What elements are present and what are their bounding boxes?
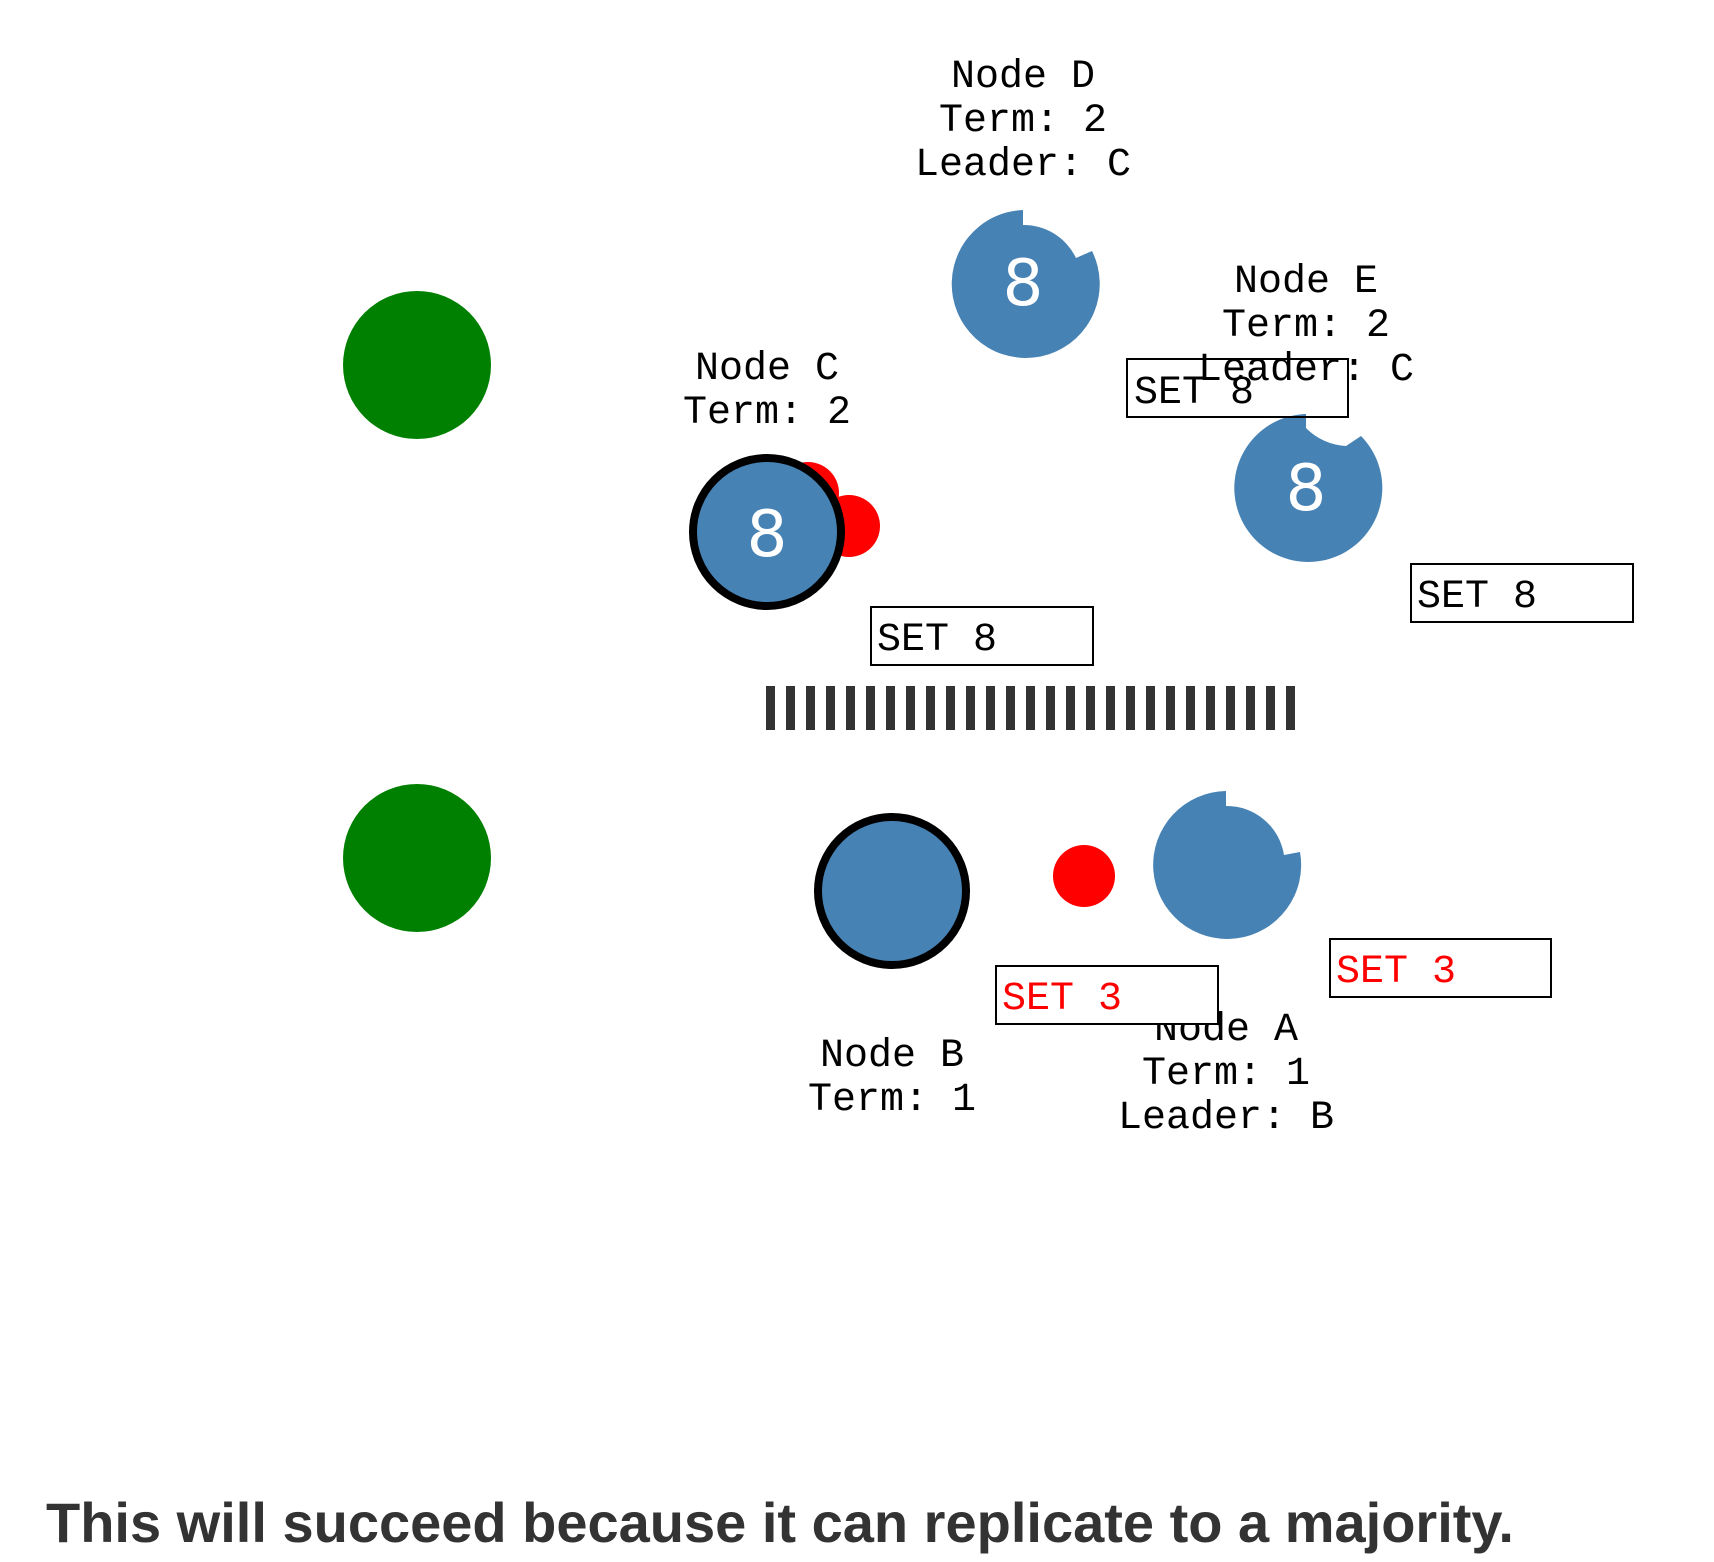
partition-segment [1286,686,1295,730]
partition-segment [1186,686,1195,730]
node-d-name: Node D [951,55,1095,100]
partition-segment [986,686,995,730]
log-entry-e: SET 8 [1126,358,1349,418]
partition-segment [1126,686,1135,730]
partition-segment [1146,686,1155,730]
node-c-name: Node C [695,347,839,392]
node-e-term: Term: 2 [1222,304,1390,349]
partition-segment [906,686,915,730]
partition-segment [1026,686,1035,730]
log-entry-e2-text: SET 8 [1417,575,1537,620]
partition-segment [1006,686,1015,730]
message-dot [1053,845,1115,907]
node-b-name: Node B [820,1034,964,1079]
node-a-term: Term: 1 [1142,1052,1310,1097]
node-c[interactable]: Node C Term: 2 8 [683,347,880,610]
partition-segment [1206,686,1215,730]
node-d-circle [951,210,1100,358]
log-entry-a-text: SET 3 [1336,950,1456,995]
partition-segment [1046,686,1055,730]
node-c-circle [689,454,845,610]
network-partition [766,686,1295,730]
log-entry-b-text: SET 3 [1002,977,1122,1022]
node-c-term: Term: 2 [683,391,851,436]
partition-segment [786,686,795,730]
log-entry-c-text: SET 8 [877,618,997,663]
node-e[interactable]: Node E Term: 2 Leader: C 8 [1198,260,1414,562]
node-e-circle [1234,414,1383,562]
partition-segment [966,686,975,730]
client-top[interactable] [343,291,491,439]
partition-segment [886,686,895,730]
node-b-circle [814,813,970,969]
partition-segment [1226,686,1235,730]
log-entry-e-text: SET 8 [1134,371,1254,416]
log-entry-e2: SET 8 [1410,563,1634,623]
partition-segment [1266,686,1275,730]
node-a-leader: Leader: B [1118,1096,1334,1141]
node-b-term: Term: 1 [808,1078,976,1123]
partition-segment [1246,686,1255,730]
partition-segment [1086,686,1095,730]
node-d-leader: Leader: C [915,143,1131,188]
partition-segment [806,686,815,730]
partition-segment [1166,686,1175,730]
partition-segment [766,686,775,730]
client-bottom[interactable] [343,784,491,932]
node-a-circle [1153,791,1302,939]
node-a[interactable]: Node A Term: 1 Leader: B [1053,791,1334,1141]
log-entry-b: SET 3 [995,965,1219,1025]
node-c-value: 8 [747,498,788,572]
partition-segment [866,686,875,730]
node-e-leader: Leader: C [1198,348,1414,393]
partition-segment [926,686,935,730]
partition-segment [846,686,855,730]
log-entry-c: SET 8 [870,606,1094,666]
partition-segment [1066,686,1075,730]
node-d-value: 8 [1003,247,1044,321]
node-e-name: Node E [1234,260,1378,305]
node-d[interactable]: Node D Term: 2 Leader: C 8 [915,55,1131,358]
node-b[interactable]: Node B Term: 1 [808,813,976,1123]
node-e-value: 8 [1286,452,1327,526]
partition-segment [946,686,955,730]
caption: This will succeed because it can replica… [46,1491,1514,1554]
partition-segment [1106,686,1115,730]
log-entry-a: SET 3 [1329,938,1552,998]
partition-segment [826,686,835,730]
node-d-term: Term: 2 [939,99,1107,144]
